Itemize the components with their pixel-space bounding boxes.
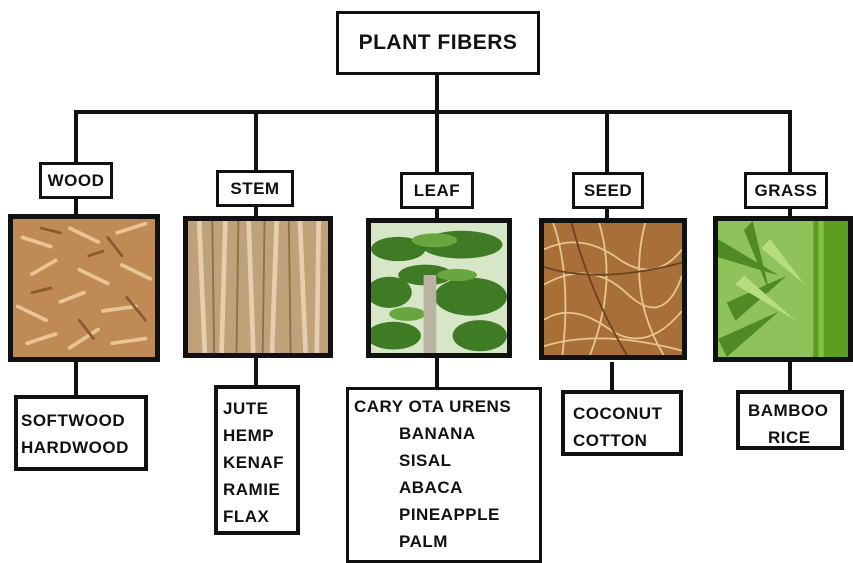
category-label: LEAF (414, 181, 460, 201)
fiber-item: KENAF (223, 449, 296, 476)
category-stem: STEM (216, 170, 294, 207)
fiber-item: PALM (349, 528, 539, 555)
fiber-item: COCONUT (573, 400, 679, 427)
fiber-item: PINEAPPLE (349, 501, 539, 528)
fiber-list-grass: BAMBOO RICE (736, 390, 844, 450)
fiber-list-leaf: CARY OTA URENS BANANA SISAL ABACA PINEAP… (346, 387, 542, 563)
root-label: PLANT FIBERS (359, 31, 518, 55)
fiber-item: FLAX (223, 503, 296, 530)
fiber-item: RICE (748, 424, 840, 451)
wood-chips-photo (8, 214, 160, 362)
category-seed: SEED (572, 172, 644, 209)
root-node: PLANT FIBERS (336, 11, 540, 75)
fiber-item: RAMIE (223, 476, 296, 503)
stem-fibers-photo (183, 216, 333, 358)
fiber-item: SISAL (349, 447, 539, 474)
bamboo-photo (713, 216, 853, 362)
fiber-item: BANANA (349, 420, 539, 447)
fiber-item: HEMP (223, 422, 296, 449)
category-wood: WOOD (39, 162, 113, 199)
category-label: STEM (230, 179, 279, 199)
fiber-item: ABACA (349, 474, 539, 501)
fiber-item: SOFTWOOD (21, 407, 144, 434)
category-leaf: LEAF (400, 172, 474, 209)
palm-leaf-photo (366, 218, 512, 358)
fiber-item: CARY OTA URENS (349, 393, 539, 420)
category-grass: GRASS (744, 172, 828, 209)
fiber-item: JUTE (223, 395, 296, 422)
coir-fibers-photo (539, 218, 687, 360)
category-label: GRASS (755, 181, 818, 201)
category-label: SEED (584, 181, 632, 201)
fiber-list-seed: COCONUT COTTON (561, 390, 683, 456)
category-label: WOOD (48, 171, 105, 191)
fiber-item: BAMBOO (748, 397, 840, 424)
fiber-item: HARDWOOD (21, 434, 144, 461)
fiber-item: COTTON (573, 427, 679, 454)
fiber-list-wood: SOFTWOOD HARDWOOD (14, 395, 148, 471)
fiber-list-stem: JUTE HEMP KENAF RAMIE FLAX (214, 385, 300, 535)
